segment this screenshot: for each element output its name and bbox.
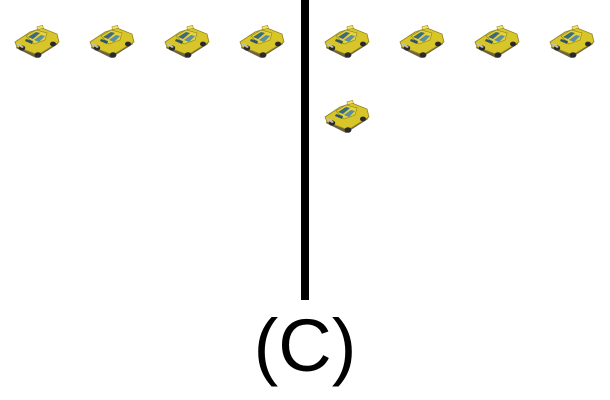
taxi-icon	[162, 20, 212, 62]
taxi-icon	[12, 20, 62, 62]
vertical-divider	[301, 0, 309, 300]
figure-label: (C)	[253, 304, 357, 387]
taxi-icon	[397, 20, 447, 62]
taxi-icon	[322, 20, 372, 62]
taxi-icon	[322, 95, 372, 137]
taxi-icon	[237, 20, 287, 62]
taxi-icon	[547, 20, 597, 62]
taxi-icon	[472, 20, 522, 62]
taxi-icon	[87, 20, 137, 62]
